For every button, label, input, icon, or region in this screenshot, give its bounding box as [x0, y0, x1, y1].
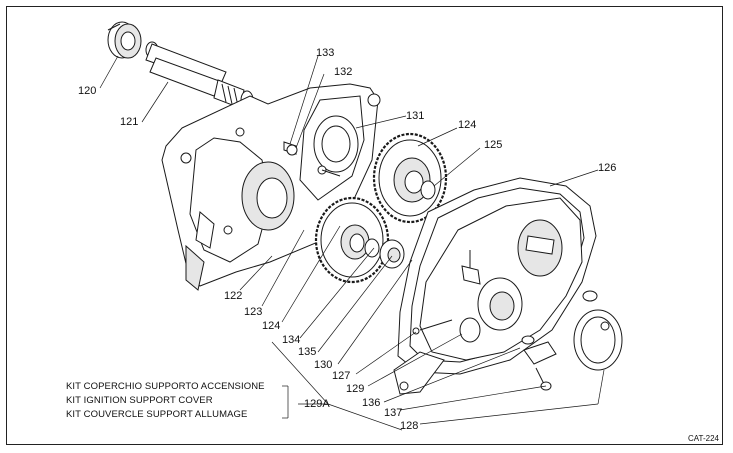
label-129a: 129A — [304, 398, 330, 410]
leader-lines — [99, 55, 605, 431]
washer-134-135 — [364, 238, 405, 269]
seal-128 — [573, 290, 623, 371]
label-122: 122 — [224, 290, 243, 302]
kit-description-fr: KIT COUVERCLE SUPPORT ALLUMAGE — [66, 409, 248, 420]
label-127: 127 — [332, 370, 351, 382]
label-120: 120 — [78, 85, 97, 97]
diagram-frame — [6, 6, 723, 445]
label-126: 126 — [598, 162, 617, 174]
gear-124-upper — [372, 132, 448, 224]
ignition-cover — [393, 197, 583, 395]
catalog-id: CAT-224 — [688, 434, 719, 443]
shaft-121 — [145, 41, 254, 110]
label-128: 128 — [400, 420, 419, 432]
label-132: 132 — [334, 66, 353, 78]
label-123: 123 — [244, 306, 263, 318]
label-125: 125 — [484, 139, 503, 151]
label-130: 130 — [314, 359, 333, 371]
kit-description-en: KIT IGNITION SUPPORT COVER — [66, 395, 213, 406]
label-137: 137 — [384, 407, 403, 419]
label-124-lower: 124 — [262, 320, 281, 332]
label-133: 133 — [316, 47, 335, 59]
crankcase-half — [161, 83, 381, 291]
label-124-upper: 124 — [458, 119, 477, 131]
label-136: 136 — [362, 397, 381, 409]
label-121: 121 — [120, 116, 139, 128]
gear-124-lower — [314, 196, 390, 284]
bearing-120 — [107, 21, 142, 59]
label-135: 135 — [298, 346, 317, 358]
kit-description-it: KIT COPERCHIO SUPPORTO ACCENSIONE — [66, 381, 265, 392]
screw-137 — [535, 321, 610, 391]
bolt-127 — [412, 319, 453, 335]
label-131: 131 — [406, 110, 425, 122]
clip-136 — [521, 335, 557, 365]
label-134: 134 — [282, 334, 301, 346]
label-129: 129 — [346, 383, 365, 395]
